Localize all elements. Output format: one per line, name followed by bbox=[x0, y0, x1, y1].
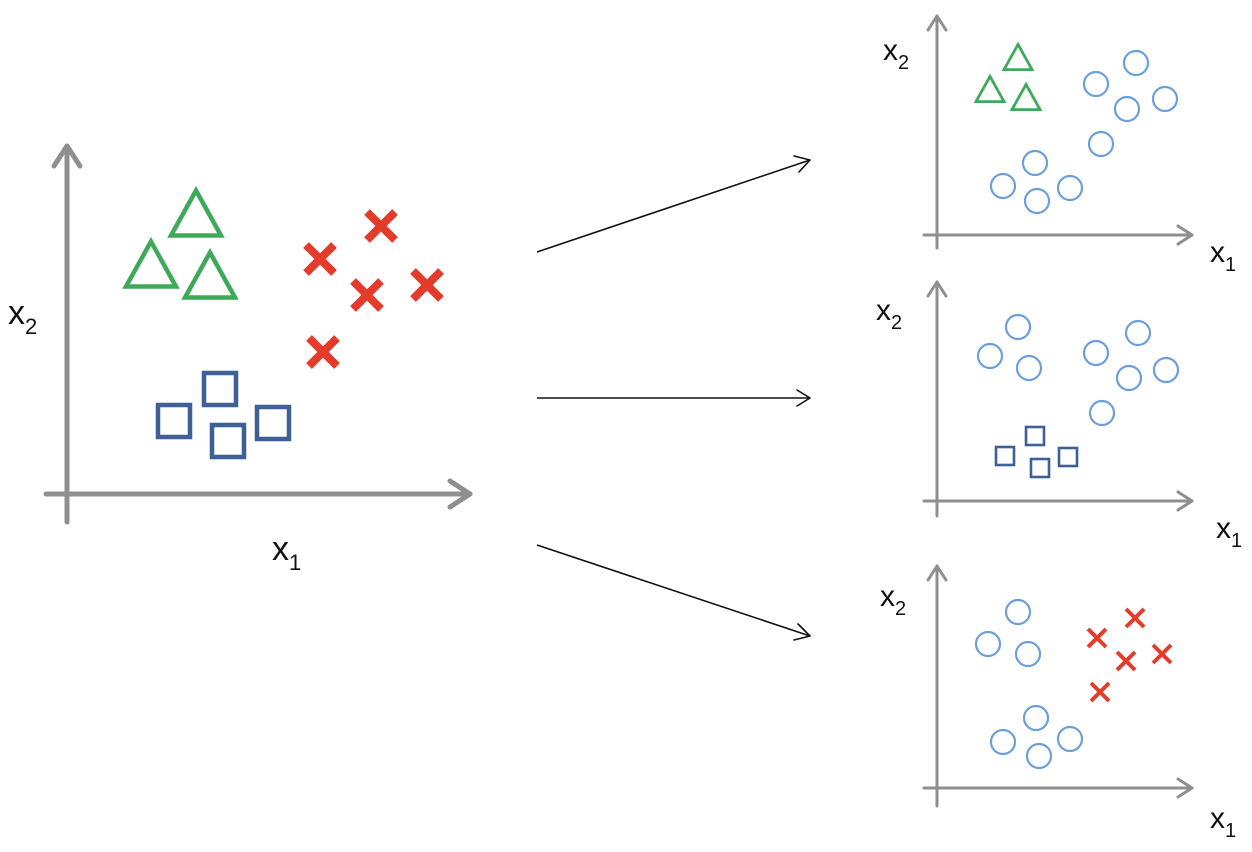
cross-icon bbox=[1089, 681, 1111, 703]
square-icon bbox=[994, 445, 1016, 467]
subplot-3-markers bbox=[974, 598, 1173, 770]
subplot-2-y-axis-arrowhead bbox=[926, 280, 948, 298]
circle-icon bbox=[1152, 356, 1180, 384]
circle-icon bbox=[1023, 187, 1051, 215]
square-icon bbox=[1024, 425, 1046, 447]
circle-icon bbox=[1056, 725, 1084, 753]
square-icon bbox=[155, 402, 193, 440]
main-x-axis-label: x1 bbox=[272, 530, 301, 575]
circle-icon bbox=[1015, 354, 1043, 382]
circle-icon bbox=[1021, 149, 1049, 177]
subplot-3-x-axis-label: x1 bbox=[1210, 802, 1236, 842]
arrow-to-cross-plot-head bbox=[793, 623, 811, 641]
circle-icon bbox=[989, 172, 1017, 200]
circle-icon bbox=[1122, 49, 1150, 77]
circle-icon bbox=[1004, 598, 1032, 626]
main-markers bbox=[122, 185, 444, 460]
subplot-cross-vs-rest: x2 x1 bbox=[880, 564, 1236, 842]
triangle-icon bbox=[181, 247, 239, 300]
triangle-icon bbox=[1009, 81, 1043, 111]
triangle-icon bbox=[167, 185, 225, 238]
circle-icon bbox=[1151, 85, 1179, 113]
cross-icon bbox=[410, 268, 444, 302]
subplot-1-x-axis-label: x1 bbox=[1210, 236, 1236, 276]
subplot-1-markers bbox=[973, 41, 1179, 215]
subplot-triangle-vs-rest: x2 x1 bbox=[883, 14, 1236, 276]
connecting-arrows bbox=[536, 155, 811, 641]
arrow-to-triangle-plot-head bbox=[793, 155, 811, 173]
subplot-square-vs-rest: x2 x1 bbox=[876, 280, 1242, 552]
cross-icon bbox=[350, 278, 384, 312]
circle-icon bbox=[989, 728, 1017, 756]
subplot-2-markers bbox=[976, 313, 1180, 479]
circle-icon bbox=[1087, 130, 1115, 158]
circle-icon bbox=[1082, 70, 1110, 98]
circle-icon bbox=[1056, 174, 1084, 202]
circle-icon bbox=[1082, 339, 1110, 367]
subplot-1-y-axis-label: x2 bbox=[883, 34, 909, 74]
subplot-3-y-axis-arrowhead bbox=[926, 564, 948, 582]
circle-icon bbox=[1088, 399, 1116, 427]
main-plot: x2 x1 bbox=[8, 143, 473, 575]
main-y-axis-label: x2 bbox=[8, 294, 37, 339]
subplot-2-x-axis-arrowhead bbox=[1176, 490, 1194, 512]
square-icon bbox=[1057, 446, 1079, 468]
subplot-1-x-axis-arrowhead bbox=[1176, 224, 1194, 246]
cross-icon bbox=[364, 209, 398, 243]
triangle-icon bbox=[973, 73, 1007, 103]
cross-icon bbox=[306, 335, 340, 369]
subplot-3-x-axis-arrowhead bbox=[1176, 777, 1194, 799]
subplot-1-y-axis-arrowhead bbox=[926, 14, 948, 32]
subplot-3-y-axis-label: x2 bbox=[880, 580, 906, 620]
circle-icon bbox=[974, 630, 1002, 658]
cross-icon bbox=[303, 242, 337, 276]
triangle-icon bbox=[122, 236, 180, 289]
arrow-to-square-plot-head bbox=[796, 389, 811, 407]
circle-icon bbox=[1115, 364, 1143, 392]
square-icon bbox=[254, 404, 292, 442]
square-icon bbox=[209, 422, 247, 460]
cross-icon bbox=[1151, 643, 1173, 665]
square-icon bbox=[201, 370, 239, 408]
cross-icon bbox=[1115, 650, 1137, 672]
cross-icon bbox=[1124, 607, 1146, 629]
cross-icon bbox=[1086, 627, 1108, 649]
main-x-axis-arrowhead bbox=[447, 478, 473, 510]
circle-icon bbox=[1022, 704, 1050, 732]
square-icon bbox=[1029, 457, 1051, 479]
circle-icon bbox=[1113, 95, 1141, 123]
circle-icon bbox=[1004, 313, 1032, 341]
arrow-to-triangle-plot bbox=[536, 159, 811, 253]
circle-icon bbox=[1124, 319, 1152, 347]
subplot-2-y-axis-label: x2 bbox=[876, 294, 902, 334]
main-y-axis-arrowhead bbox=[51, 143, 83, 169]
arrow-to-cross-plot bbox=[536, 544, 811, 637]
circle-icon bbox=[1014, 640, 1042, 668]
circle-icon bbox=[1025, 742, 1053, 770]
circle-icon bbox=[976, 342, 1004, 370]
triangle-icon bbox=[1001, 41, 1035, 71]
subplot-2-x-axis-label: x1 bbox=[1216, 512, 1242, 552]
